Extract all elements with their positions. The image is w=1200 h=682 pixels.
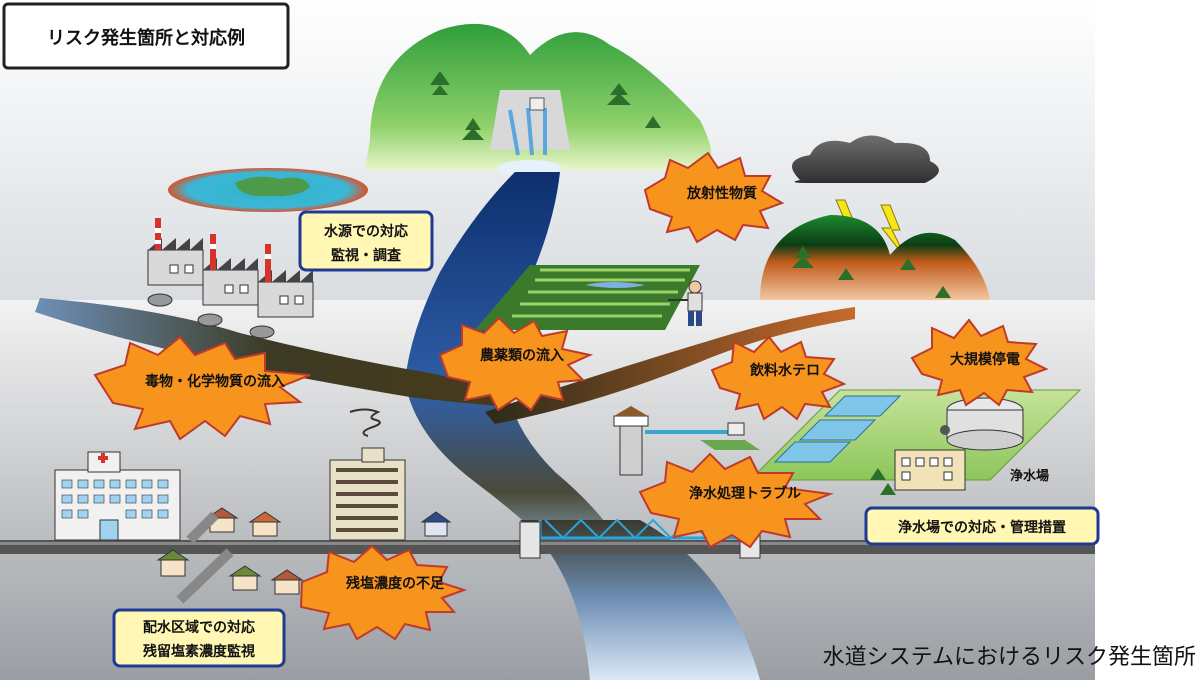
figure-caption: 水道システムにおけるリスク発生箇所 (823, 645, 1196, 670)
source-response-line1: 水源での対応 (324, 223, 408, 240)
risk-label-blackout: 大規模停電 (950, 351, 1020, 368)
distribution-response-line2: 残留塩素濃度監視 (143, 643, 255, 660)
distribution-response-line1: 配水区域での対応 (143, 619, 255, 636)
title-box: リスク発生箇所と対応例 (4, 4, 288, 68)
response-box-distribution: 配水区域での対応 残留塩素濃度監視 (114, 610, 284, 666)
lake-reservoir (168, 168, 368, 212)
risk-label-terror: 飲料水テロ (749, 362, 820, 379)
source-response-line2: 監視・調査 (331, 247, 402, 264)
risk-label-radioactive: 放射性物質 (686, 185, 757, 202)
response-box-plant: 浄水場での対応・管理措置 (866, 508, 1098, 544)
plant-response: 浄水場での対応・管理措置 (898, 519, 1066, 536)
plant-label: 浄水場 (1010, 468, 1049, 484)
risk-label-chlorine: 残塩濃度の不足 (346, 575, 445, 592)
risk-label-treatment: 浄水処理トラブル (689, 485, 801, 502)
risk-label-pesticide: 農薬類の流入 (480, 347, 564, 364)
page-title: リスク発生箇所と対応例 (47, 27, 245, 49)
response-box-source: 水源での対応 監視・調査 (300, 212, 432, 270)
risk-label-toxic: 毒物・化学物質の流入 (145, 373, 285, 390)
